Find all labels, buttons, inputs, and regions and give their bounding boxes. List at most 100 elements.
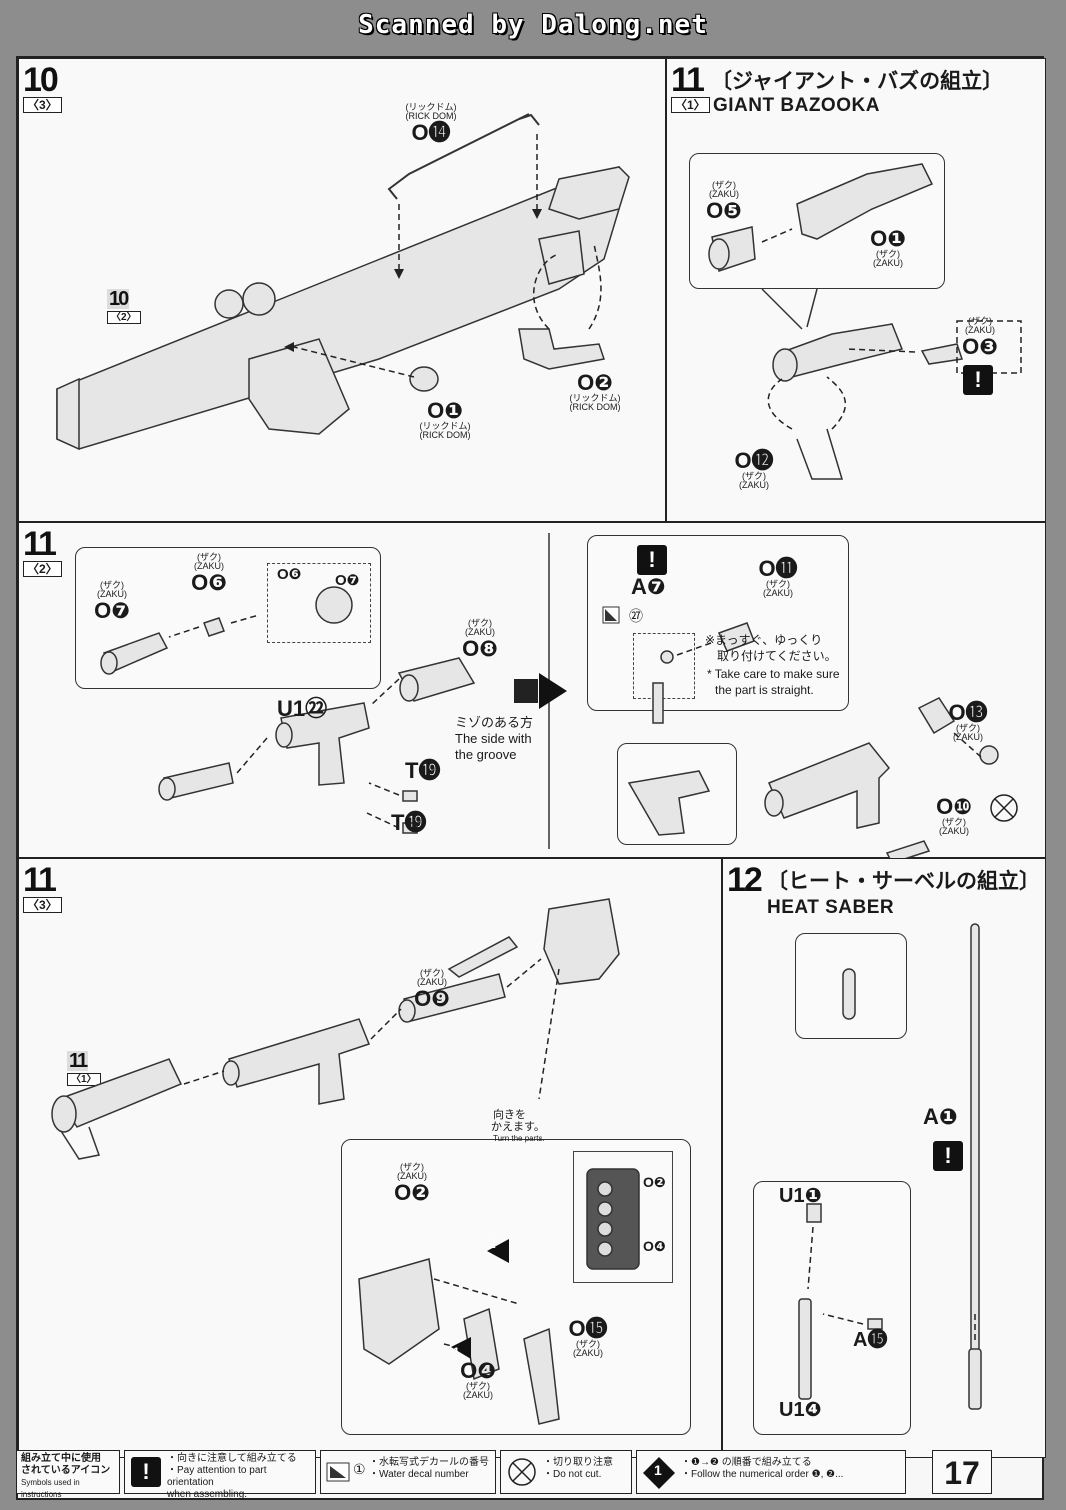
part-o1-en: (ZAKU) [873, 258, 903, 268]
water-decal-icon [326, 1462, 350, 1482]
legend-title-jp-2: されているアイコン [21, 1465, 111, 1476]
decal-number: ㉗ [629, 608, 643, 624]
step-title-en: HEAT SABER [767, 897, 895, 918]
part-o14: (リックドム) (RICK DOM) O⓮ [401, 103, 461, 144]
panel-step-11-1: 11 〈1〉 〔ジャイアント・バズの組立〕 GIANT BAZOOKA [666, 58, 1046, 522]
legend-decal-en: ・Water decal number [369, 1469, 469, 1480]
part-o13-jp: (ザク) [956, 723, 980, 733]
part-o2-detail-label: O❷ [643, 1174, 666, 1190]
part-o4-detail-label: O❹ [643, 1238, 666, 1254]
part-o14-en: (RICK DOM) [405, 111, 457, 121]
step-title-en: GIANT BAZOOKA [713, 95, 880, 116]
turn-note-jp-2: かえます。 [491, 1121, 545, 1133]
part-o12: O⓬ (ザク) (ZAKU) [729, 449, 779, 490]
legend-decal-mark: ① [353, 1461, 366, 1477]
step-number: 11 [671, 61, 705, 99]
part-o13-code: O⓭ [948, 700, 988, 725]
step-title-jp: 〔ジャイアント・バズの組立〕 [711, 70, 1004, 93]
page-number: 17 [932, 1450, 992, 1494]
zaku-bazooka-sub2-illustration [100, 533, 1018, 864]
care-note-en-2: the part is straight. [715, 683, 814, 697]
part-o1-code: O❶ [427, 398, 463, 423]
legend-title-jp-1: 組み立て中に使用 [21, 1453, 101, 1464]
part-t19-a: T⓳ [405, 758, 441, 783]
legend-cut-cell: ・切り取り注意 ・Do not cut. [500, 1450, 632, 1494]
part-o11-code: O⓫ [758, 556, 798, 581]
turn-note-en: Turn the parts. [493, 1134, 545, 1143]
part-o4: O❹ (ザク) (ZAKU) [453, 1359, 503, 1400]
legend-orientation-jp: ・向きに注意して組み立てる [167, 1453, 297, 1464]
part-o11: O⓫ (ザク) (ZAKU) [753, 557, 803, 598]
instruction-sheet: 10 〈3〉 [16, 56, 1046, 1500]
orientation-warning-icon: ! [933, 1141, 963, 1171]
part-o2-en: (ZAKU) [397, 1171, 427, 1181]
panel-step-12: 12 〔ヒート・サーベルの組立〕 HEAT SABER A❶ ! U1❶ A⓯ [722, 858, 1046, 1458]
step-substep: 〈1〉 [671, 97, 710, 113]
groove-note-en-1: The side with [455, 731, 532, 746]
order-mark-2: 2 [489, 1237, 496, 1251]
care-note-jp-1: ※まっすぐ、ゆっくり [705, 633, 823, 647]
part-o11-en: (ZAKU) [763, 588, 793, 598]
part-o11-jp: (ザク) [766, 579, 790, 589]
part-o9-code: O❾ [414, 986, 450, 1011]
part-u1-4: U1❹ [779, 1399, 822, 1421]
care-note-jp-2: 取り付けてください。 [717, 649, 837, 663]
part-o1-code: O❶ [870, 226, 906, 251]
ref-step-number: 11 [67, 1050, 88, 1072]
part-o1-jp: (ザク) [876, 249, 900, 259]
turn-note-jp-1: 向きを [493, 1109, 526, 1121]
part-t19-b: T⓳ [391, 810, 427, 835]
legend-title-cell: 組み立て中に使用 されているアイコン Symbols used in instr… [16, 1450, 120, 1499]
part-o6-detail-label: O❻ [277, 566, 302, 583]
part-o5-en: (ZAKU) [709, 189, 739, 199]
part-o4-code: O❹ [460, 1358, 496, 1383]
part-o15: O⓯ (ザク) (ZAKU) [563, 1317, 613, 1358]
part-o1: O❶ (リックドム) (RICK DOM) [415, 399, 475, 440]
orientation-warning-icon: ! [963, 365, 993, 395]
legend-decal-jp: ・水転写式デカールの番号 [369, 1457, 489, 1468]
legend-order-en: ・Follow the numerical order ❶, ❷... [681, 1469, 844, 1480]
part-o1-jp: (リックドム) [419, 421, 471, 431]
part-o2-code: O❷ [394, 1180, 430, 1205]
part-o6-jp: (ザク) [197, 552, 221, 562]
part-o10-jp: (ザク) [942, 817, 966, 827]
step-substep: 〈3〉 [23, 97, 62, 113]
detail-box [573, 1151, 673, 1283]
part-o14-jp: (リックドム) [405, 102, 457, 112]
callout-bubble-bottom [753, 1181, 911, 1435]
part-o15-code: O⓯ [568, 1316, 608, 1341]
part-o7-en: (ZAKU) [97, 589, 127, 599]
part-o7: (ザク) (ZAKU) O❼ [87, 581, 137, 622]
order-mark-1: 1 [453, 1345, 460, 1359]
part-o7-detail-label: O❼ [335, 572, 360, 589]
part-o5-jp: (ザク) [712, 180, 736, 190]
legend-orientation-cell: ! ・向きに注意して組み立てる ・Pay attention to part o… [124, 1450, 316, 1500]
scan-watermark-text: Scanned by Dalong.net [358, 10, 708, 40]
part-o14-code: O⓮ [411, 120, 451, 145]
orientation-warning-icon: ! [131, 1457, 161, 1487]
legend-cut-jp: ・切り取り注意 [543, 1457, 613, 1468]
part-o5: (ザク) (ZAKU) O❺ [699, 181, 749, 222]
part-o9-en: (ZAKU) [417, 977, 447, 987]
numerical-order-icon [643, 1457, 675, 1489]
legend-decal-cell: ① ・水転写式デカールの番号 ・Water decal number [320, 1450, 496, 1494]
part-a1: A❶ [923, 1104, 958, 1129]
groove-note-en-2: the groove [455, 747, 517, 762]
part-o6-code: O❻ [191, 570, 227, 595]
panel-step-10-3: 10 〈3〉 [18, 58, 666, 522]
part-a15: A⓯ [853, 1329, 888, 1351]
part-o3-en: (ZAKU) [965, 325, 995, 335]
part-o2: (ザク) (ZAKU) O❷ [387, 1163, 437, 1204]
legend-title-en: Symbols used in instructions [21, 1478, 80, 1499]
part-o10-code: O❿ [936, 794, 972, 819]
step-number: 11 [23, 861, 57, 899]
legend-orientation-en-1: ・Pay attention to part orientation [167, 1465, 267, 1488]
detail-box-small [633, 633, 695, 699]
panel-step-11-3: 11 〈3〉 11 〈1〉 [18, 858, 722, 1458]
callout-bubble-right [587, 535, 849, 711]
step-number: 12 [727, 861, 763, 899]
step-number: 10 [23, 61, 59, 99]
part-u1-22: U1㉒ [277, 696, 328, 721]
part-o12-jp: (ザク) [742, 471, 766, 481]
part-o3: (ザク) (ZAKU) O❸ [955, 317, 1005, 358]
